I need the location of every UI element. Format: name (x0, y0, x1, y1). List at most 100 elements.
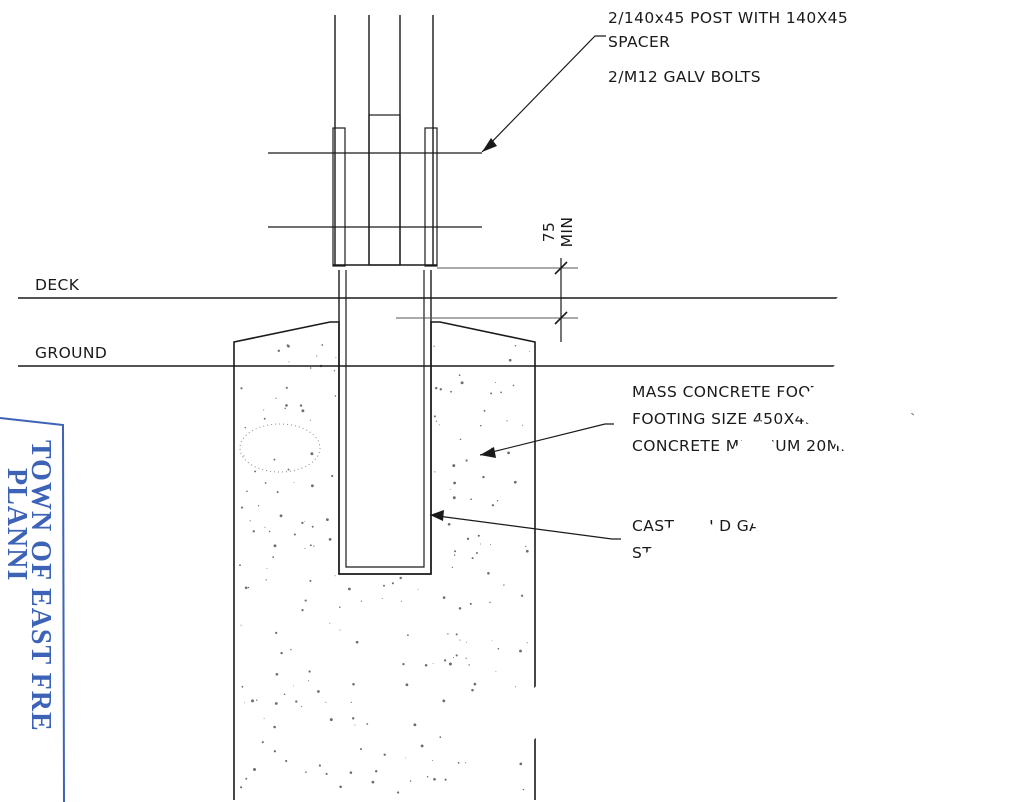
concrete-speckle (458, 374, 461, 376)
concrete-speckle (348, 587, 351, 591)
concrete-speckle (391, 582, 394, 585)
concrete-speckle (496, 500, 499, 502)
concrete-speckle (335, 356, 337, 358)
concrete-speckle (254, 470, 257, 473)
concrete-speckle (432, 759, 434, 761)
concrete-speckle (308, 680, 310, 682)
dimension-suffix: MIN (558, 217, 576, 248)
concrete-speckle (350, 701, 352, 703)
concrete-speckle (265, 579, 267, 581)
concrete-speckle (433, 345, 435, 347)
concrete-speckle (452, 464, 456, 468)
concrete-speckle (413, 723, 417, 727)
concrete-speckle (451, 566, 454, 569)
concrete-speckle (263, 409, 265, 411)
concrete-speckle (288, 361, 290, 363)
concrete-speckle (455, 633, 458, 636)
concrete-speckle (459, 438, 462, 441)
concrete-speckle (442, 699, 446, 703)
concrete-speckle (491, 504, 495, 507)
concrete-speckle (299, 404, 303, 407)
concrete-speckle (399, 576, 402, 580)
concrete-speckle (447, 633, 449, 635)
concrete-speckle (251, 699, 254, 703)
concrete-speckle (257, 505, 260, 507)
concrete-speckle (465, 657, 467, 659)
concrete-speckle (243, 702, 245, 704)
concrete-speckle (313, 545, 315, 547)
concrete-speckle (285, 759, 288, 763)
concrete-speckle (529, 350, 531, 352)
concrete-speckle (405, 683, 409, 687)
concrete-speckle (325, 701, 327, 703)
post-assembly (268, 15, 482, 267)
concrete-speckle (240, 786, 243, 789)
concrete-speckle (514, 686, 517, 688)
concrete-speckle (447, 522, 451, 526)
concrete-speckle (275, 672, 279, 676)
concrete-speckle (482, 475, 485, 479)
concrete-speckle (305, 771, 307, 773)
concrete-speckle (487, 572, 490, 575)
concrete-speckle (284, 407, 286, 410)
concrete-speckle (526, 642, 528, 644)
concrete-speckle (310, 452, 314, 456)
ground-label: GROUND (35, 344, 107, 362)
concrete-speckle (244, 586, 248, 590)
concrete-speckle (280, 651, 283, 655)
concrete-speckle (519, 649, 522, 653)
concrete-speckle (309, 544, 312, 547)
concrete-speckle (264, 482, 267, 484)
concrete-speckle (317, 690, 320, 693)
concrete-speckle (247, 586, 250, 589)
post-note-line-1: 2/140x45 POST WITH 140X45 (608, 9, 848, 27)
concrete-speckle (240, 506, 244, 509)
planning-stamp: TOWN OF EAST FRE PLANNI (0, 417, 65, 802)
concrete-speckle (452, 496, 456, 500)
concrete-speckle (366, 723, 369, 725)
concrete-speckle (470, 498, 472, 501)
concrete-speckle (480, 543, 482, 545)
concrete-speckle (471, 557, 474, 560)
post-note-line-3: 2/M12 GALV BOLTS (608, 68, 761, 86)
concrete-speckle (520, 594, 524, 597)
concrete-speckle (471, 688, 474, 692)
concrete-speckle (402, 662, 405, 666)
concrete-speckle (273, 544, 277, 548)
concrete-speckle (525, 549, 529, 553)
concrete-speckle (466, 537, 470, 540)
dimension-75-min: 75 MIN (396, 217, 578, 342)
concrete-speckle (475, 552, 478, 554)
concrete-speckle (268, 530, 271, 533)
stamp-line-2: PLANNI (1, 468, 32, 581)
concrete-speckle (495, 382, 496, 383)
concrete-speckle (453, 481, 456, 485)
concrete-speckle (383, 584, 385, 587)
concrete-speckle (316, 355, 318, 357)
footing-note-leader (479, 423, 614, 456)
concrete-speckle (453, 554, 456, 556)
concrete-speckle (301, 608, 304, 612)
concrete-speckle (435, 420, 437, 422)
concrete-speckle (409, 780, 412, 782)
concrete-speckle (301, 521, 304, 525)
concrete-speckle (354, 724, 356, 726)
concrete-speckle (240, 387, 243, 390)
concrete-speckle (261, 741, 264, 744)
concrete-speckle (473, 682, 477, 686)
concrete-speckle (426, 775, 429, 778)
concrete-speckle (240, 624, 242, 626)
concrete-speckle (460, 381, 464, 385)
concrete-speckle (495, 670, 497, 672)
concrete-speckle (349, 771, 353, 774)
concrete-speckle (256, 699, 258, 701)
concrete-speckle (243, 455, 245, 457)
concrete-speckle (273, 725, 276, 729)
concrete-speckle (506, 420, 508, 422)
concrete-speckle (311, 525, 314, 528)
concrete-speckle (439, 736, 442, 738)
concrete-speckle (275, 397, 277, 399)
concrete-speckle (329, 718, 333, 722)
concrete-speckle (404, 757, 406, 759)
concrete-speckle (407, 634, 409, 636)
